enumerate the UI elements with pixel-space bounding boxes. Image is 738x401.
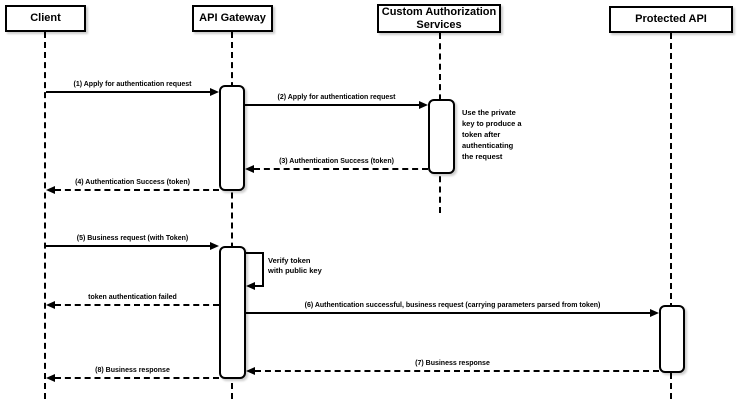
arrowhead-right-icon: [419, 101, 428, 109]
message-label-failed: token authentication failed: [88, 294, 177, 301]
message-line-failed: [55, 304, 219, 306]
self-message-top-segment: [246, 252, 264, 254]
activation-api-gateway-business: [219, 246, 246, 379]
lifeline-client: [44, 32, 46, 399]
message-line-5: [46, 245, 210, 247]
message-label-2: (2) Apply for authentication request: [277, 94, 396, 101]
arrowhead-right-icon: [210, 242, 219, 250]
activation-protected-api: [659, 305, 685, 373]
arrowhead-right-icon: [210, 88, 219, 96]
message-label-6: (6) Authentication successful, business …: [304, 302, 601, 309]
activation-custom-authorization: [428, 99, 455, 174]
message-label-3: (3) Authentication Success (token): [279, 158, 394, 165]
message-line-3: [254, 168, 428, 170]
message-line-6: [246, 312, 650, 314]
message-label-4: (4) Authentication Success (token): [75, 179, 190, 186]
arrowhead-left-icon: [246, 367, 255, 375]
message-line-1: [46, 91, 210, 93]
arrowhead-left-icon: [245, 165, 254, 173]
message-label-5: (5) Business request (with Token): [76, 235, 189, 242]
message-label-8: (8) Business response: [95, 367, 170, 374]
activation-api-gateway-auth: [219, 85, 245, 191]
message-label-1: (1) Apply for authentication request: [73, 81, 192, 88]
message-line-8: [55, 377, 219, 379]
self-message-bottom-segment: [255, 285, 264, 287]
self-message-label: Verify token with public key: [268, 256, 322, 275]
message-line-2: [245, 104, 419, 106]
actor-box-custom-authorization-services: Custom Authorization Services: [377, 4, 501, 33]
note-private-key: Use the private key to produce a token a…: [462, 108, 522, 161]
arrowhead-left-icon: [46, 374, 55, 382]
lifeline-protected-api: [670, 33, 672, 399]
self-message-right-segment: [262, 252, 264, 286]
message-line-7: [255, 370, 659, 372]
message-line-4: [55, 189, 219, 191]
actor-box-client: Client: [5, 5, 86, 32]
arrowhead-right-icon: [650, 309, 659, 317]
actor-box-protected-api: Protected API: [609, 6, 733, 33]
arrowhead-left-icon: [46, 186, 55, 194]
message-label-7: (7) Business response: [415, 360, 490, 367]
lifeline-api-gateway: [231, 32, 233, 399]
arrowhead-left-icon: [246, 282, 255, 290]
actor-box-api-gateway: API Gateway: [192, 5, 273, 32]
arrowhead-left-icon: [46, 301, 55, 309]
